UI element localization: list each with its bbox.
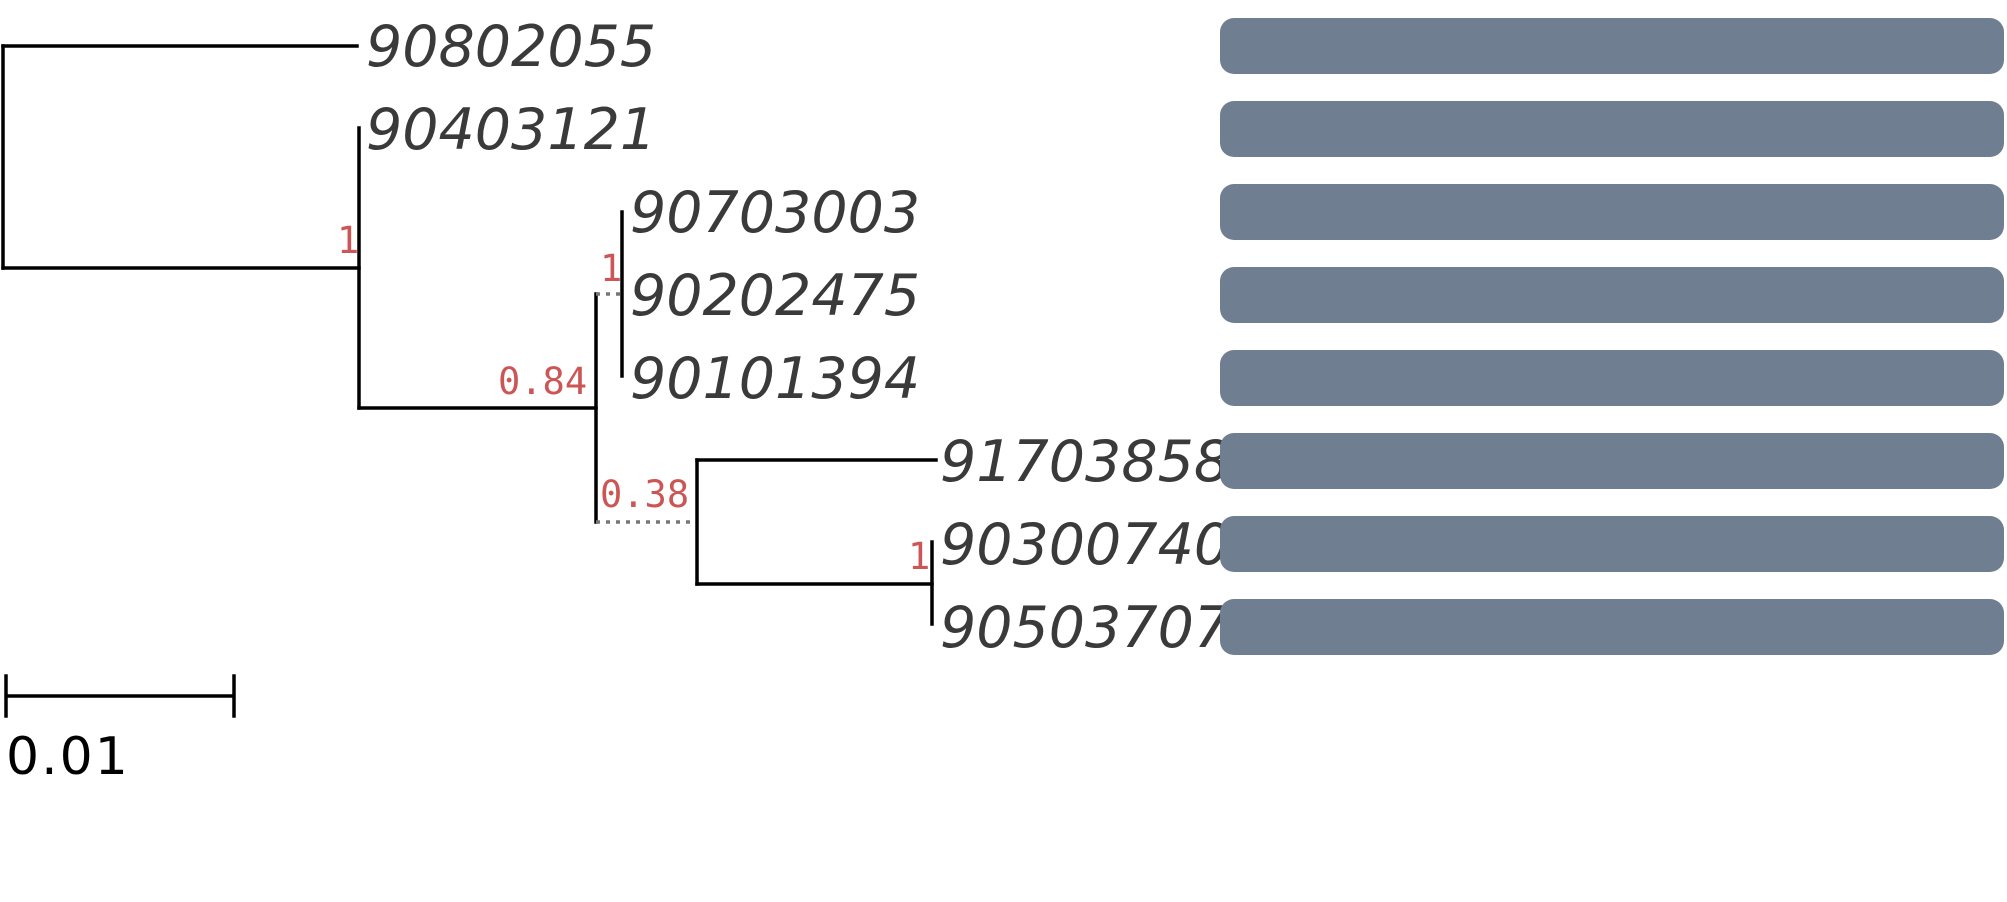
support-value-clade-e: 1 (908, 535, 930, 578)
scale-bar-label: 0.01 (6, 727, 130, 787)
leaf-bar-90503707 (1220, 599, 2004, 655)
leaf-bar-90403121 (1220, 101, 2004, 157)
support-value-clade-a: 1 (337, 219, 359, 262)
leaf-bar-90802055 (1220, 18, 2004, 74)
leaf-bar-90703003 (1220, 184, 2004, 240)
support-value-clade-d: 0.38 (600, 473, 689, 516)
leaf-bar-90300740 (1220, 516, 2004, 572)
leaf-labels: 90802055 90403121 90703003 90202475 9010… (366, 14, 1230, 661)
support-value-clade-c: 1 (600, 247, 622, 290)
scale-bar-line (4, 674, 236, 718)
leaf-bars (1220, 18, 2004, 655)
leaf-label-90503707: 90503707 (940, 595, 1230, 661)
tree-branches (1, 44, 938, 626)
support-value-clade-b: 0.84 (498, 360, 587, 403)
leaf-label-90300740: 90300740 (940, 512, 1230, 578)
leaf-bar-90202475 (1220, 267, 2004, 323)
leaf-label-90802055: 90802055 (366, 14, 656, 80)
scale-bar: 0.01 (4, 674, 236, 787)
leaf-bar-90101394 (1220, 350, 2004, 406)
leaf-label-90101394: 90101394 (630, 346, 920, 412)
leaf-bar-91703858 (1220, 433, 2004, 489)
leaf-label-91703858: 91703858 (940, 429, 1230, 495)
support-values: 1 1 0.84 0.38 1 (337, 219, 930, 578)
leaf-label-90403121: 90403121 (366, 97, 656, 163)
leaf-label-90202475: 90202475 (630, 263, 920, 329)
leaf-label-90703003: 90703003 (630, 180, 920, 246)
